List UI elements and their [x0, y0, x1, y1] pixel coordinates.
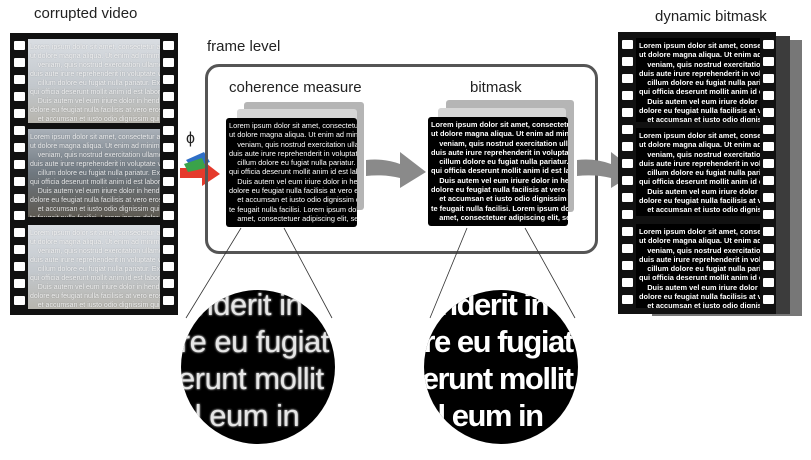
bitmask-panel: Lorem ipsum dolor sit amet, consectetur … [428, 117, 568, 226]
film-sprocket-hole [622, 244, 633, 253]
film-sprocket-hole [763, 176, 774, 185]
film-sprocket-hole [622, 125, 633, 134]
film-sprocket-hole [14, 109, 25, 118]
film-sprocket-hole [14, 75, 25, 84]
coherence-measure-label: coherence measure [229, 79, 362, 96]
film-sprocket-hole [163, 41, 174, 50]
film-sprocket-hole [163, 245, 174, 254]
film-sprocket-hole [14, 143, 25, 152]
coherence-zoom-text: henderit in ore eu fugiat serunt mollit … [181, 290, 329, 433]
coherence-zoom-circle: henderit in ore eu fugiat serunt mollit … [181, 290, 335, 444]
film-sprocket-hole [163, 262, 174, 271]
frame-overlay-text: Lorem ipsum dolor sit amet, consectetur … [30, 230, 160, 309]
film-sprocket-hole [763, 295, 774, 304]
film-sprocket-hole [622, 108, 633, 117]
mask-frame-3: Lorem ipsum dolor sit amet, consectetur … [636, 224, 760, 308]
coherence-measure-panel: Lorem ipsum dolor sit amet, consectetur … [226, 118, 357, 227]
film-sprocket-hole [14, 228, 25, 237]
film-sprocket-hole [14, 194, 25, 203]
film-sprocket-hole [622, 159, 633, 168]
bitmask-zoom-text: henderit in ore eu fugiat serunt mollit … [424, 290, 574, 433]
bitmask-panel-text: Lorem ipsum dolor sit amet, consectetur … [431, 120, 568, 222]
film-sprocket-hole [14, 245, 25, 254]
film-sprocket-hole [763, 57, 774, 66]
film-sprocket-hole [163, 92, 174, 101]
film-sprocket-hole [622, 261, 633, 270]
coherence-panel-text: Lorem ipsum dolor sit amet, consectetur … [229, 121, 357, 223]
film-sprocket-hole [622, 57, 633, 66]
film-sprocket-hole [14, 126, 25, 135]
film-sprocket-hole [763, 278, 774, 287]
video-frame-2: Lorem ipsum dolor sit amet, consectetur … [28, 129, 160, 217]
film-sprocket-hole [622, 40, 633, 49]
dynamic-bitmask-label: dynamic bitmask [655, 8, 767, 25]
phi-symbol: ϕ [186, 130, 195, 147]
film-sprocket-hole [763, 261, 774, 270]
film-sprocket-hole [163, 160, 174, 169]
film-sprocket-hole [14, 177, 25, 186]
film-sprocket-hole [163, 177, 174, 186]
film-sprocket-hole [622, 295, 633, 304]
mask-frame-text: Lorem ipsum dolor sit amet, consectetur … [639, 131, 760, 216]
corrupted-video-filmstrip: Lorem ipsum dolor sit amet, consectetur … [10, 33, 178, 315]
film-sprocket-hole [763, 108, 774, 117]
film-sprocket-hole [14, 58, 25, 67]
frame-overlay-text: Lorem ipsum dolor sit amet, consectetur … [30, 44, 160, 123]
film-sprocket-hole [763, 159, 774, 168]
film-sprocket-hole [763, 227, 774, 236]
film-sprocket-hole [763, 125, 774, 134]
film-sprocket-hole [763, 91, 774, 100]
film-sprocket-hole [763, 74, 774, 83]
film-sprocket-hole [622, 91, 633, 100]
film-sprocket-hole [622, 210, 633, 219]
film-sprocket-hole [763, 210, 774, 219]
film-sprocket-hole [622, 193, 633, 202]
frame-level-label: frame level [207, 38, 281, 55]
film-sprocket-hole [163, 126, 174, 135]
film-sprocket-hole [163, 296, 174, 305]
film-sprocket-hole [763, 40, 774, 49]
film-sprocket-hole [163, 279, 174, 288]
film-sprocket-hole [14, 262, 25, 271]
processing-arrow-1 [366, 152, 426, 188]
bitmask-zoom-circle: henderit in ore eu fugiat serunt mollit … [424, 290, 578, 444]
film-sprocket-hole [163, 143, 174, 152]
mask-frame-text: Lorem ipsum dolor sit amet, consectetur … [639, 41, 760, 122]
film-sprocket-hole [163, 211, 174, 220]
film-sprocket-hole [163, 194, 174, 203]
colored-input-arrow [180, 152, 220, 186]
film-sprocket-hole [622, 176, 633, 185]
video-frame-1: Lorem ipsum dolor sit amet, consectetur … [28, 39, 160, 123]
mask-frame-2: Lorem ipsum dolor sit amet, consectetur … [636, 128, 760, 216]
mask-frame-1: Lorem ipsum dolor sit amet, consectetur … [636, 38, 760, 122]
film-sprocket-hole [14, 211, 25, 220]
bitmask-label: bitmask [470, 79, 522, 96]
corrupted-video-label: corrupted video [34, 5, 138, 22]
film-sprocket-hole [163, 75, 174, 84]
frame-overlay-text: Lorem ipsum dolor sit amet, consectetur … [30, 134, 160, 217]
film-sprocket-hole [14, 160, 25, 169]
film-sprocket-hole [163, 109, 174, 118]
film-sprocket-hole [163, 58, 174, 67]
film-sprocket-hole [763, 142, 774, 151]
mask-frame-text: Lorem ipsum dolor sit amet, consectetur … [639, 227, 760, 308]
film-sprocket-hole [763, 244, 774, 253]
film-sprocket-hole [622, 142, 633, 151]
dynamic-bitmask-filmstrip: Lorem ipsum dolor sit amet, consectetur … [618, 32, 776, 314]
film-sprocket-hole [763, 193, 774, 202]
film-sprocket-hole [14, 92, 25, 101]
film-sprocket-hole [622, 74, 633, 83]
film-sprocket-hole [14, 296, 25, 305]
film-sprocket-hole [14, 41, 25, 50]
film-sprocket-hole [163, 228, 174, 237]
film-sprocket-hole [14, 279, 25, 288]
video-frame-3: Lorem ipsum dolor sit amet, consectetur … [28, 225, 160, 309]
film-sprocket-hole [622, 278, 633, 287]
film-sprocket-hole [622, 227, 633, 236]
frame-level-box [205, 64, 598, 254]
